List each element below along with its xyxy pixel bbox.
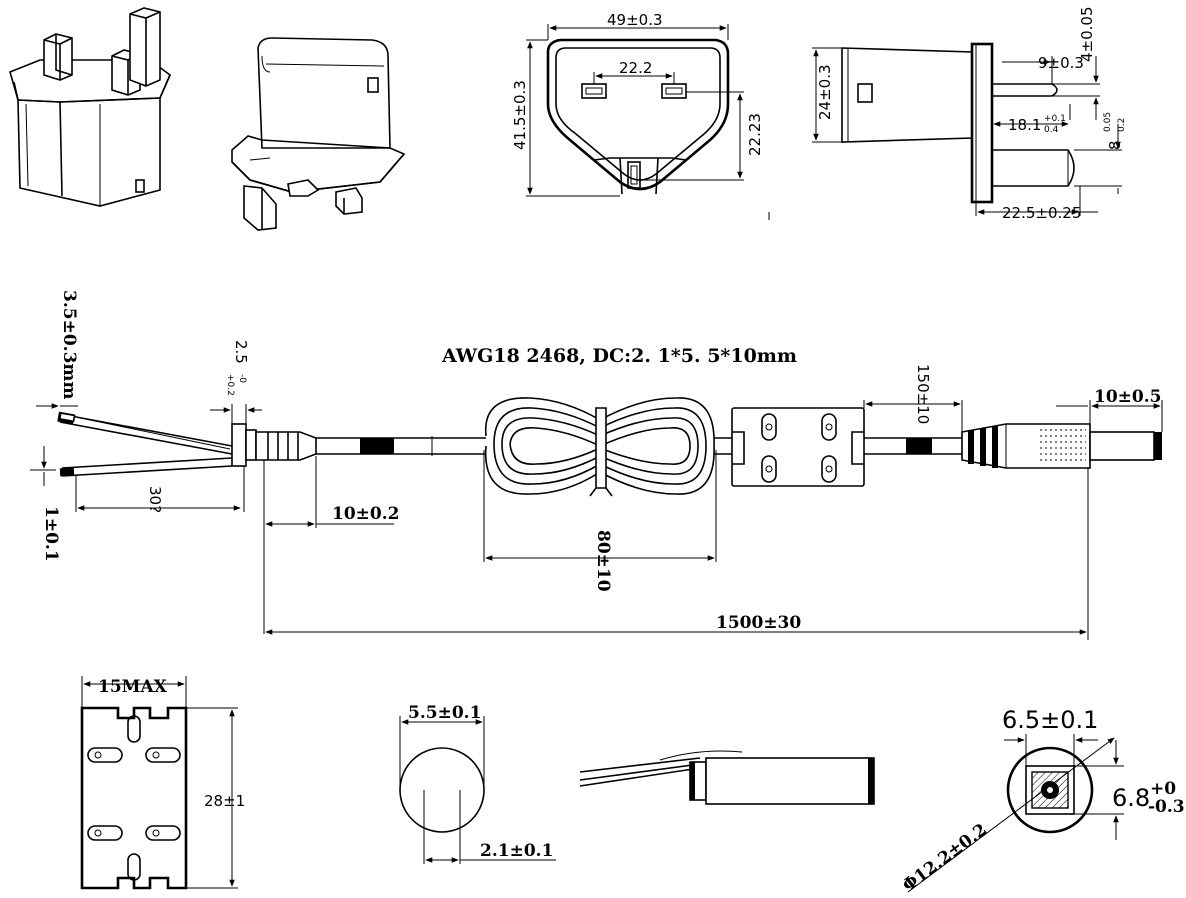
dim-ferrite-width: 15MAX	[98, 677, 168, 697]
cable-spec-title: AWG18 2468, DC:2. 1*5. 5*10mm	[441, 345, 797, 367]
dim-outlet-height-tol-lower: -0.3	[1148, 797, 1185, 817]
dim-tin-length: 1±0.1	[41, 506, 61, 562]
dim-earth-offset-side: 18.1	[1008, 116, 1041, 134]
dim-coil-length: 80±10	[593, 530, 613, 592]
ferrite-front-view: 15MAX 28±1	[80, 676, 245, 890]
dim-dc-inner: 2.1±0.1	[480, 841, 553, 861]
dim-total-length: 1500±30	[716, 613, 801, 633]
dc-outlet-end-view: 6.5±0.1 6.8 +0 -0.3 Φ12.2±0.2	[899, 706, 1185, 896]
dim-earth-width-tol-lower: 0.2	[1117, 118, 1127, 132]
dim-strip-length: 30?	[146, 486, 164, 513]
cable-assembly: AWG18 2468, DC:2. 1*5. 5*10mm	[30, 290, 1163, 640]
dim-face-height: 41.5±0.3	[511, 80, 529, 150]
dc-plug-side-view	[579, 750, 875, 805]
dim-outlet-height: 6.8	[1112, 784, 1150, 812]
dim-plug-length: 10±0.5	[1094, 387, 1161, 407]
dim-side-height: 24±0.3	[816, 64, 834, 120]
plug-face-view: 49±0.3 22.2 41.5±0.3 22.23	[511, 11, 770, 220]
plug-isometric-back	[231, 37, 406, 231]
dim-relief-tol2: -0	[237, 374, 247, 383]
dim-pin-spacing: 22.2	[619, 59, 652, 77]
dim-earth-width: 8	[1106, 140, 1124, 150]
plug-isometric-front	[9, 7, 171, 207]
dim-relief-tol: +0.2	[225, 374, 235, 396]
dim-earth-offset-tol-upper: +0.1	[1044, 114, 1066, 124]
dim-earth-width-tol-upper: 0.05	[1103, 112, 1113, 132]
dim-earth-offset: 22.23	[746, 113, 764, 156]
plug-side-view: 24±0.3 9±0.3 4±0.05 18.1 +0.1 0.4 8 0.05…	[812, 6, 1127, 222]
dim-relief-label: 2.5	[232, 340, 250, 364]
dim-face-width: 49±0.3	[607, 11, 663, 29]
dim-pin-thick: 4±0.05	[1078, 6, 1096, 62]
dim-earth-offset-tol-lower: 0.4	[1044, 125, 1059, 135]
dim-ferrite-height: 28±1	[204, 792, 245, 810]
dc-plug-end-view: 5.5±0.1 2.1±0.1	[399, 703, 556, 864]
dim-core-offset: 150±10	[914, 364, 932, 424]
dim-outlet-width: 6.5±0.1	[1002, 706, 1098, 734]
dim-wire-spacing: 3.5±0.3mm	[59, 290, 79, 399]
dim-dc-outer: 5.5±0.1	[408, 703, 481, 723]
dim-pin-length: 9±0.3	[1038, 54, 1084, 72]
dim-outlet-height-tol-upper: +0	[1150, 779, 1176, 799]
dim-outlet-diameter: Φ12.2±0.2	[899, 820, 991, 896]
dim-earth-length: 22.5±0.25	[1002, 204, 1081, 222]
dim-boot-length: 10±0.2	[332, 504, 399, 524]
